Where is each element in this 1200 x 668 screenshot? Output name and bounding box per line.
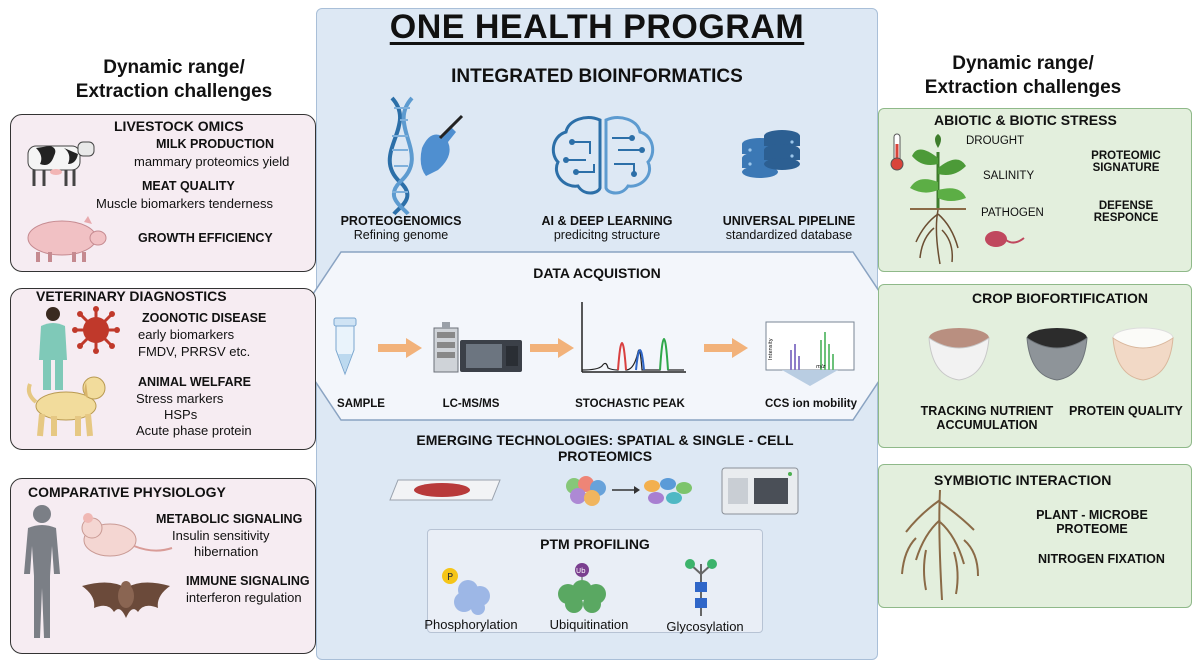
nitrogen-fixation: NITROGEN FIXATION [1038, 552, 1165, 566]
ptm-ubiquitination: Ubiquitination [549, 617, 629, 632]
stochastic-peak-plot [581, 302, 686, 373]
right-heading: Dynamic range/ Extraction challenges [924, 53, 1122, 98]
metabolic-line-1: Insulin sensitivity [172, 528, 270, 543]
pipeline-text: standardized database [725, 228, 853, 242]
ptm-phosphorylation: Phosphorylation [424, 617, 518, 632]
stress-drought: DROUGHT [966, 135, 1025, 147]
meat-text: Muscle biomarkers tenderness [96, 196, 274, 211]
ion-mobility-xlabel: m/z [816, 364, 826, 370]
arrow-icon [530, 338, 574, 358]
stress-salinity: SALINITY [983, 170, 1035, 182]
arrow-icon [378, 338, 422, 358]
step-lcms: LC-MS/MS [442, 398, 500, 410]
welfare-title: ANIMAL WELFARE [138, 375, 251, 389]
defense-response: DEFENSE RESPONCE [1093, 200, 1159, 224]
tracking-nutrient: TRACKING NUTRIENT ACCUMULATION [920, 404, 1054, 432]
zoonotic-line-1: early biomarkers [138, 327, 235, 342]
dog-icon [26, 376, 106, 437]
arrow-icon [704, 338, 748, 358]
virus-icon [72, 306, 120, 354]
protein-quality: PROTEIN QUALITY [1069, 404, 1183, 418]
database-icon [742, 130, 800, 178]
ion-mobility-plot: Intensity m/z [765, 321, 855, 386]
welfare-line-3: Acute phase protein [136, 423, 252, 438]
ion-mobility-ylabel: Intensity [768, 338, 774, 360]
proteomic-signature: PROTEOMIC SIGNATURE [1091, 150, 1161, 174]
ai-text: predicitng structure [553, 228, 661, 242]
human-silhouette-icon [24, 505, 60, 638]
zoonotic-line-2: FMDV, PRRSV etc. [138, 344, 251, 359]
symbiotic-box [878, 464, 1192, 608]
lc-ms-instrument-icon [433, 322, 522, 373]
grain-bowl-white-icon [1112, 327, 1174, 381]
ptm-title: PTM PROFILING [540, 536, 650, 552]
single-cell-icon [566, 476, 692, 506]
step-stochastic-peak: STOCHASTIC PEAK [575, 398, 685, 410]
crop-title: CROP BIOFORTIFICATION [972, 290, 1149, 306]
comparative-box [10, 478, 316, 654]
glycosylation-icon [685, 559, 717, 616]
sample-tube-icon [333, 317, 357, 376]
pipeline-item: UNIVERSAL PIPELINE standardized database [714, 214, 864, 242]
metabolic-title: METABOLIC SIGNALING [156, 512, 303, 526]
ptm-glycosylation: Glycosylation [666, 619, 744, 634]
ai-item: AI & DEEP LEARNING predicitng structure [532, 214, 682, 242]
milk-text: mammary proteomics yield [134, 154, 290, 169]
livestock-title: LIVESTOCK OMICS [114, 118, 244, 134]
pathogen-icon [985, 231, 1025, 247]
ptm-box [427, 529, 763, 633]
growth-title: GROWTH EFFICIENCY [138, 231, 273, 245]
veterinary-title: VETERINARY DIAGNOSTICS [36, 288, 227, 304]
plant-icon [910, 134, 966, 265]
symbiotic-title: SYMBIOTIC INTERACTION [934, 472, 1112, 488]
meat-title: MEAT QUALITY [142, 179, 235, 193]
welfare-line-2: HSPs [164, 407, 198, 422]
proteogenomics-text: Refining genome [353, 228, 449, 242]
phospho-label: P [447, 572, 453, 583]
metabolic-line-2: hibernation [194, 544, 259, 559]
dna-hand-icon [387, 96, 464, 216]
acquisition-title: DATA ACQUISTION [533, 265, 661, 281]
step-ccs: CCS ion mobility [765, 398, 857, 410]
ai-title: AI & DEEP LEARNING [541, 214, 673, 228]
bioinformatics-title: INTEGRATED BIOINFORMATICS [451, 66, 743, 87]
emerging-title: EMERGING TECHNOLOGIES: SPATIAL & SINGLE … [416, 432, 794, 464]
pig-icon [27, 216, 107, 262]
cow-icon [27, 141, 95, 186]
bat-icon [82, 581, 170, 618]
milk-title: MILK PRODUCTION [156, 137, 275, 151]
proteogenomics-item: PROTEOGENOMICS Refining genome [336, 214, 466, 242]
left-heading: Dynamic range/ Extraction challenges [75, 57, 273, 102]
phosphorylation-icon: P [442, 568, 490, 615]
veterinarian-icon [39, 307, 67, 390]
roots-icon [901, 489, 979, 601]
plant-microbe-proteome: PLANT - MICROBE PROTEOME [1036, 508, 1148, 536]
main-title: ONE HEALTH PROGRAM [389, 8, 805, 46]
ai-brain-icon [551, 116, 655, 195]
mass-spec-instrument-icon [721, 467, 799, 515]
comparative-title: COMPARATIVE PHYSIOLOGY [28, 484, 226, 500]
welfare-line-1: Stress markers [136, 391, 224, 406]
proteogenomics-title: PROTEOGENOMICS [340, 214, 462, 228]
grain-bowl-black-icon [1026, 328, 1088, 381]
pipeline-title: UNIVERSAL PIPELINE [722, 214, 856, 228]
ubiquitin-label: Ub [576, 567, 586, 575]
zoonotic-title: ZOONOTIC DISEASE [142, 311, 267, 325]
mouse-icon [81, 513, 173, 557]
step-sample: SAMPLE [337, 398, 385, 410]
thermometer-icon [890, 133, 904, 171]
stress-pathogen: PATHOGEN [981, 207, 1044, 219]
grain-bowl-brown-icon [928, 328, 990, 381]
immune-title: IMMUNE SIGNALING [186, 574, 310, 588]
abiotic-title: ABIOTIC & BIOTIC STRESS [934, 112, 1117, 128]
ubiquitination-icon: Ub [558, 563, 606, 613]
immune-text: interferon regulation [186, 590, 302, 605]
tissue-slide-icon [389, 479, 501, 501]
